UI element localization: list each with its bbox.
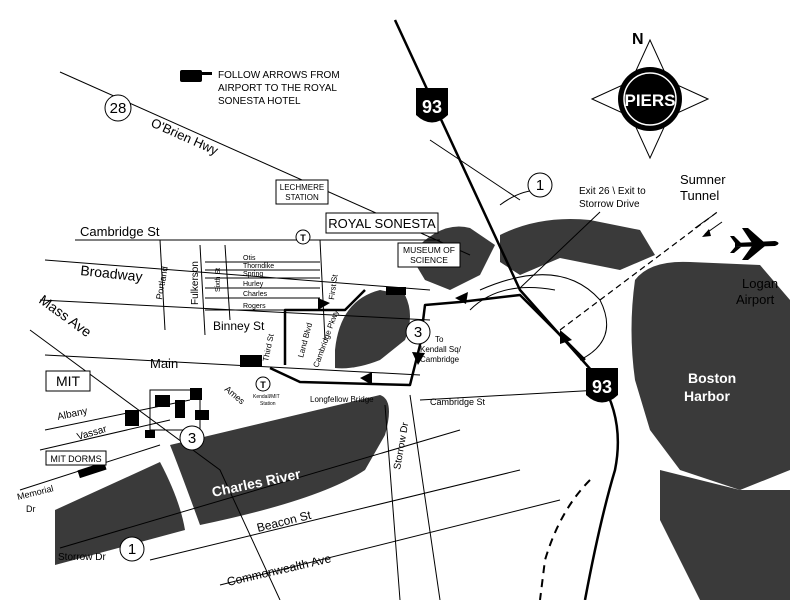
svg-text:Fulkerson: Fulkerson bbox=[190, 261, 201, 305]
svg-text:93: 93 bbox=[422, 97, 442, 117]
svg-text:Kendall/MIT: Kendall/MIT bbox=[253, 394, 280, 400]
svg-text:O'Brien Hwy: O'Brien Hwy bbox=[149, 115, 221, 158]
mit-dorms-box: MIT DORMS bbox=[45, 450, 107, 466]
svg-text:Storrow Dr: Storrow Dr bbox=[58, 552, 106, 563]
route-28-marker: 28 bbox=[104, 94, 132, 122]
svg-text:STATION: STATION bbox=[285, 193, 319, 202]
svg-text:To: To bbox=[435, 335, 444, 344]
svg-text:Thorndike: Thorndike bbox=[243, 263, 274, 270]
sumner-tunnel-arrows bbox=[694, 215, 723, 237]
i93-shield-south: 93 bbox=[586, 368, 618, 403]
svg-text:Commonwealth Ave: Commonwealth Ave bbox=[226, 551, 333, 589]
svg-text:Logan: Logan bbox=[742, 276, 778, 291]
svg-text:Land Blvd: Land Blvd bbox=[296, 322, 314, 359]
mit-buildings bbox=[125, 287, 406, 438]
museum-of-science-box: MUSEUM OF SCIENCE bbox=[397, 242, 461, 268]
svg-text:LECHMERE: LECHMERE bbox=[280, 183, 324, 192]
svg-text:93: 93 bbox=[592, 377, 612, 397]
route-1-marker-south: 1 bbox=[119, 536, 145, 562]
svg-text:MUSEUM OF: MUSEUM OF bbox=[403, 245, 455, 255]
svg-text:3: 3 bbox=[414, 324, 422, 341]
svg-text:Charles: Charles bbox=[243, 291, 268, 298]
charles-river-west-water bbox=[55, 462, 185, 565]
legend-line-2: AIRPORT TO THE ROYAL bbox=[218, 83, 337, 94]
compass-north-label: N bbox=[632, 31, 644, 48]
lechmere-t-marker: T bbox=[295, 229, 311, 245]
route-1-marker-north: 1 bbox=[527, 172, 553, 198]
svg-text:Sixth St: Sixth St bbox=[215, 268, 222, 292]
i93-ramp-dashed bbox=[539, 479, 591, 600]
svg-text:28: 28 bbox=[110, 100, 127, 117]
lechmere-station-box: LECHMERE STATION bbox=[275, 179, 329, 205]
charles-river-water bbox=[170, 395, 389, 525]
svg-text:Kendall Sq/: Kendall Sq/ bbox=[420, 345, 462, 354]
harbor-top-water bbox=[500, 219, 655, 275]
svg-text:ROYAL SONESTA: ROYAL SONESTA bbox=[328, 216, 436, 231]
svg-text:Boston: Boston bbox=[688, 370, 736, 386]
svg-text:Cambridge: Cambridge bbox=[420, 355, 460, 364]
svg-text:Binney St: Binney St bbox=[213, 319, 265, 333]
svg-text:First St: First St bbox=[327, 273, 340, 300]
svg-text:Portland: Portland bbox=[154, 266, 170, 301]
svg-text:Harbor: Harbor bbox=[684, 388, 730, 404]
svg-text:Exit 26 \ Exit to: Exit 26 \ Exit to bbox=[579, 186, 646, 197]
svg-text:Station: Station bbox=[260, 401, 276, 407]
svg-text:Memorial: Memorial bbox=[16, 483, 54, 502]
svg-text:Vassar: Vassar bbox=[76, 424, 109, 443]
svg-text:Storrow Drive: Storrow Drive bbox=[579, 199, 640, 210]
svg-text:Beacon St: Beacon St bbox=[255, 508, 313, 535]
svg-text:T: T bbox=[300, 233, 306, 243]
svg-text:Main: Main bbox=[150, 356, 178, 371]
svg-text:Tunnel: Tunnel bbox=[680, 188, 719, 203]
compass-rose: PIERS N bbox=[590, 31, 710, 160]
kendall-t-marker: T bbox=[255, 376, 271, 392]
svg-text:1: 1 bbox=[128, 541, 136, 558]
svg-text:Spring: Spring bbox=[243, 271, 263, 278]
legend-line-1: FOLLOW ARROWS FROM bbox=[218, 70, 340, 81]
svg-text:3: 3 bbox=[188, 430, 196, 447]
svg-text:Airport: Airport bbox=[736, 292, 775, 307]
harbor-south-water bbox=[660, 470, 790, 600]
svg-text:Broadway: Broadway bbox=[80, 262, 144, 284]
svg-text:Cambridge St: Cambridge St bbox=[430, 397, 486, 407]
airplane-icon bbox=[730, 228, 779, 260]
svg-text:Rogers: Rogers bbox=[243, 303, 266, 310]
route-3-marker-west: 3 bbox=[179, 425, 205, 451]
svg-text:SCIENCE: SCIENCE bbox=[410, 255, 448, 265]
mit-dorms-building bbox=[77, 461, 107, 479]
legend: FOLLOW ARROWS FROM AIRPORT TO THE ROYAL … bbox=[180, 70, 340, 107]
exit26-pointer-line bbox=[519, 211, 601, 289]
compass-center-label: PIERS bbox=[624, 91, 675, 110]
svg-text:Third St: Third St bbox=[261, 332, 276, 362]
svg-text:Albany: Albany bbox=[56, 406, 88, 423]
svg-text:T: T bbox=[260, 380, 266, 390]
svg-text:Longfellow Bridge: Longfellow Bridge bbox=[310, 395, 374, 404]
svg-text:Ames: Ames bbox=[223, 384, 247, 407]
svg-text:MIT: MIT bbox=[56, 373, 81, 389]
legend-line-3: SONESTA HOTEL bbox=[218, 96, 301, 107]
i93-shield-north: 93 bbox=[416, 88, 448, 123]
svg-text:MIT DORMS: MIT DORMS bbox=[50, 454, 101, 464]
svg-text:Hurley: Hurley bbox=[243, 281, 264, 288]
boston-harbor-water bbox=[631, 261, 790, 490]
svg-text:Sumner: Sumner bbox=[680, 172, 726, 187]
svg-text:Cambridge St: Cambridge St bbox=[80, 224, 160, 239]
pointing-hand-icon bbox=[180, 70, 212, 82]
route-3-marker-east: 3 bbox=[405, 319, 431, 345]
royal-sonesta-box: ROYAL SONESTA bbox=[325, 212, 439, 234]
sumner-tunnel-dashed bbox=[559, 209, 721, 331]
svg-text:Dr: Dr bbox=[26, 504, 36, 514]
mit-box: MIT bbox=[45, 370, 91, 392]
svg-text:Mass Ave: Mass Ave bbox=[36, 291, 94, 340]
basin-water bbox=[335, 290, 410, 369]
svg-text:Otis: Otis bbox=[243, 255, 256, 262]
svg-text:1: 1 bbox=[536, 177, 544, 194]
